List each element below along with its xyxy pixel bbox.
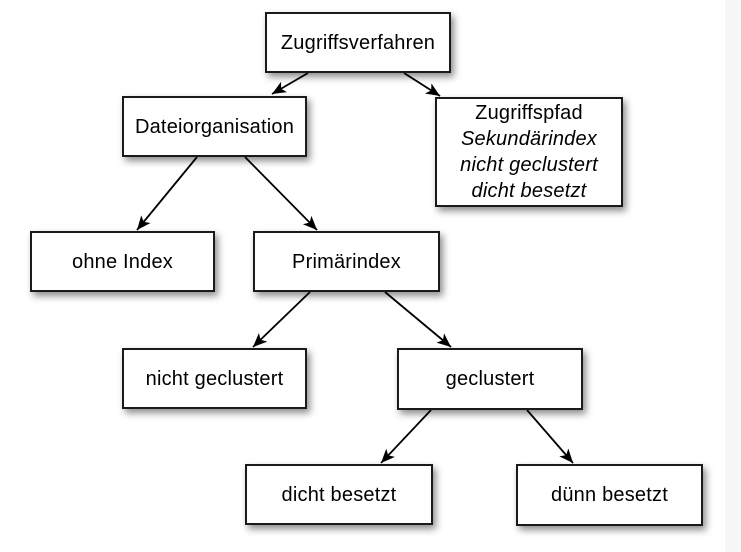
edge-dateiorganisation-ohne-index bbox=[136, 156, 198, 231]
node-label: dicht besetzt bbox=[281, 483, 397, 506]
edge-primaerindex-nicht-geclustert bbox=[252, 291, 311, 348]
node-label: ohne Index bbox=[72, 250, 173, 273]
right-edge-strip bbox=[725, 0, 741, 552]
node-label: Primärindex bbox=[292, 250, 401, 273]
node-label-line: Sekundärindex bbox=[460, 128, 598, 150]
node-label: geclustert bbox=[445, 368, 535, 390]
node-duenn-besetzt: dünn besetzt bbox=[516, 464, 703, 526]
node-label: Dateiorganisation bbox=[134, 115, 295, 138]
edge-dateiorganisation-primaerindex bbox=[244, 156, 318, 231]
node-label: dünn besetzt bbox=[551, 484, 668, 506]
edge-geclustert-dicht-besetzt bbox=[380, 409, 432, 464]
node-label: Zugriffsverfahren bbox=[280, 31, 436, 54]
edge-zugriffsverfahren-dateiorganisation bbox=[271, 72, 309, 95]
node-dateiorganisation: Dateiorganisation bbox=[122, 96, 307, 157]
node-label: nicht geclustert bbox=[145, 367, 284, 390]
node-zugriffsverfahren: Zugriffsverfahren bbox=[265, 12, 451, 73]
node-label-line: Zugriffspfad bbox=[475, 102, 583, 124]
edge-primaerindex-geclustert bbox=[384, 291, 452, 348]
node-primaerindex: Primärindex bbox=[253, 231, 440, 292]
node-label-line: nicht geclustert bbox=[460, 154, 598, 176]
edge-zugriffsverfahren-zugriffspfad bbox=[403, 72, 441, 97]
node-nicht-geclustert: nicht geclustert bbox=[122, 348, 307, 409]
node-label-line: dicht besetzt bbox=[471, 180, 587, 202]
node-geclustert: geclustert bbox=[397, 348, 583, 410]
edge-geclustert-duenn-besetzt bbox=[526, 409, 574, 464]
node-ohne-index: ohne Index bbox=[30, 231, 215, 292]
node-zugriffspfad: Zugriffspfad Sekundärindex nicht geclust… bbox=[435, 97, 623, 207]
node-dicht-besetzt: dicht besetzt bbox=[245, 464, 433, 525]
